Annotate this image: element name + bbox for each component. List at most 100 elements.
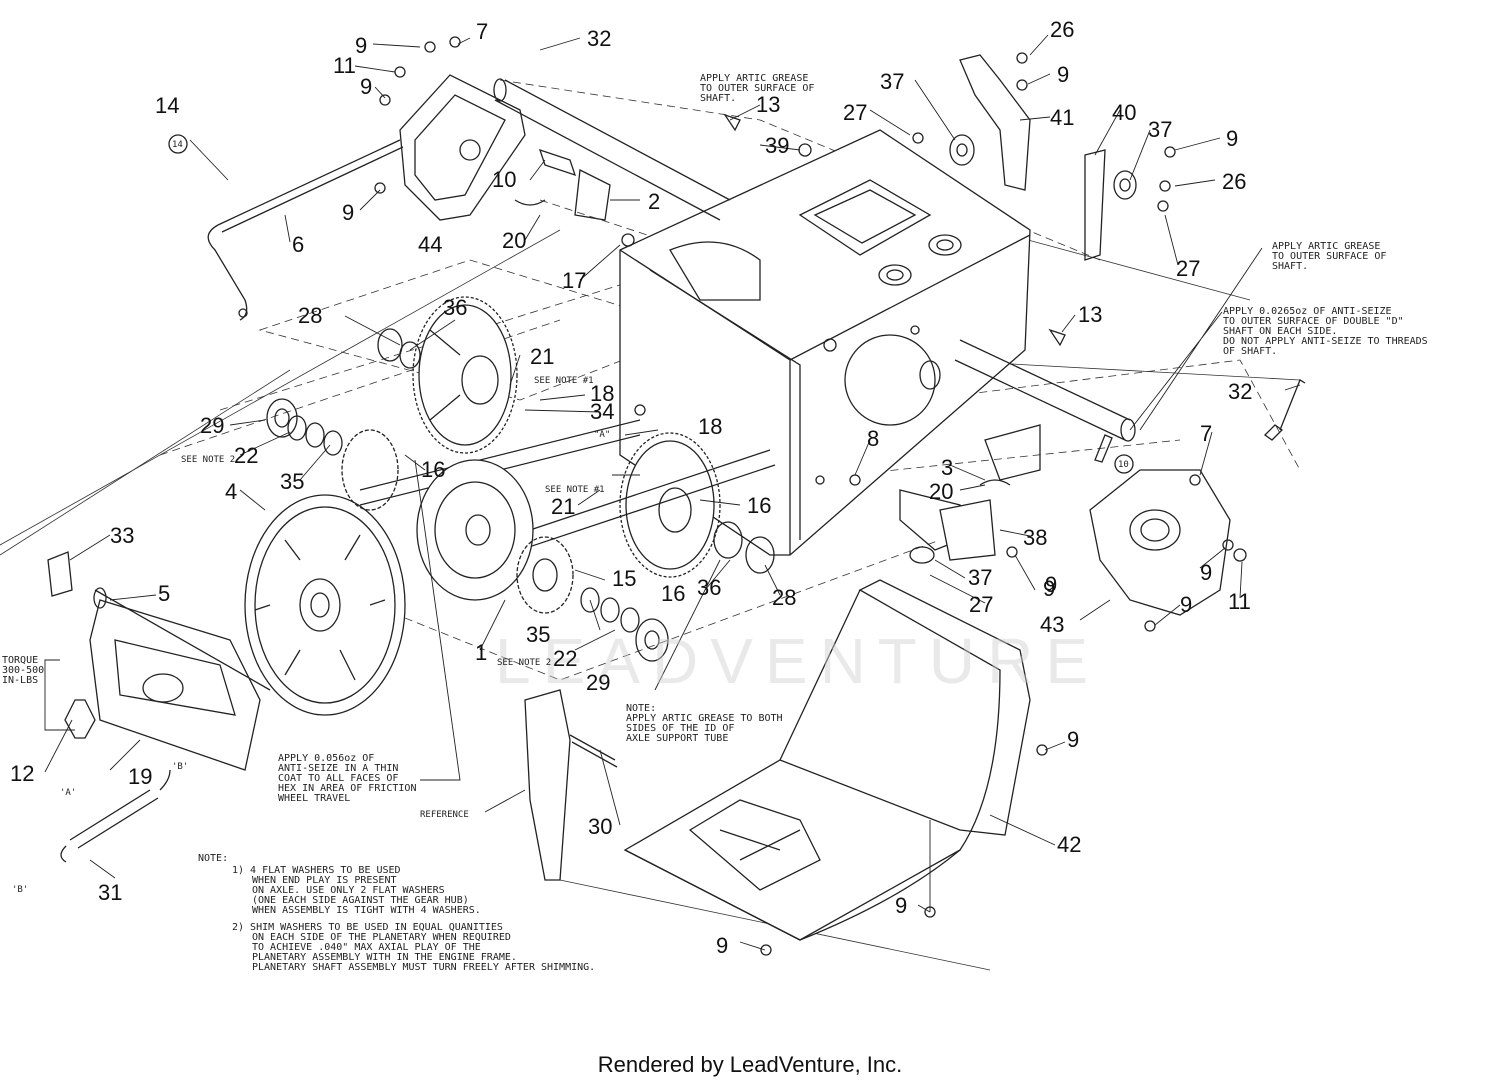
callout-label: 2: [648, 189, 660, 214]
callout-label: 13: [756, 92, 780, 117]
note-line: WHEN ASSEMBLY IS TIGHT WITH 4 WASHERS.: [252, 905, 481, 916]
note-line: SHAFT.: [700, 93, 736, 104]
callout-label: 5: [158, 581, 170, 606]
callout-label: 37: [1148, 117, 1172, 142]
callout-label: 16: [747, 493, 771, 518]
callout-label: 22: [553, 646, 577, 671]
note-line: ANTI-SEIZE IN A THIN: [278, 763, 398, 774]
callout-label: 29: [200, 413, 224, 438]
reference-labels: SEE NOTE #1 SEE NOTE #1 SEE NOTE 2 SEE N…: [12, 376, 610, 895]
circle-label-14: 14: [172, 140, 183, 150]
note-line: 2) SHIM WASHERS TO BE USED IN EQUAL QUAN…: [232, 922, 503, 933]
callout-label: 28: [772, 585, 796, 610]
note-line: HEX IN AREA OF FRICTION: [278, 783, 416, 794]
note-line: OF SHAFT.: [1223, 346, 1277, 357]
callout-label: 36: [697, 575, 721, 600]
right-gear-cover: [1089, 469, 1231, 616]
callout-label: 20: [502, 228, 526, 253]
leader-lines: [44, 34, 1301, 951]
callout-label: 27: [843, 100, 867, 125]
see-note-label: SEE NOTE 2: [181, 455, 235, 465]
callout-label: 36: [443, 295, 467, 320]
callout-label: 9: [1043, 576, 1055, 601]
callout-label: 38: [1023, 525, 1047, 550]
callout-label: 13: [1078, 302, 1102, 327]
sprockets: [341, 429, 574, 614]
bearings-washers: [266, 134, 1137, 662]
circled-labels: 14 10: [168, 134, 1134, 474]
note-line: NOTE:: [626, 703, 656, 714]
callout-label: 40: [1112, 100, 1136, 125]
callout-labels: 1 2 3 4 5 6 7 7 8 9 9 9 9 9 9 9 9 9 9 9 …: [10, 17, 1252, 958]
callout-label: 32: [587, 26, 611, 51]
shift-lever-plate: [47, 551, 271, 771]
callout-label: 20: [929, 479, 953, 504]
callout-label: 9: [1180, 592, 1192, 617]
note-line: WHEEL TRAVEL: [278, 793, 350, 804]
callout-label: 27: [1176, 256, 1200, 281]
ref-label-a: 'A': [60, 788, 76, 798]
callout-label: 43: [1040, 612, 1064, 637]
callout-label: 9: [360, 74, 372, 99]
callout-label: 34: [590, 399, 614, 424]
left-gear-cover: [399, 74, 526, 221]
note-grease-top: APPLY ARTIC GREASE TO OUTER SURFACE OF S…: [700, 73, 814, 104]
note-torque: TORQUE 300-500 IN-LBS: [2, 655, 44, 686]
left-drive-gear: [412, 296, 518, 454]
note-line: PLANETARY ASSEMBLY WITH IN THE ENGINE FR…: [252, 952, 517, 963]
note-line: IN-LBS: [2, 675, 38, 686]
callout-label: 37: [880, 69, 904, 94]
note-line: APPLY ARTIC GREASE: [1272, 241, 1380, 252]
callout-label: 22: [234, 443, 258, 468]
callout-label: 26: [1050, 17, 1074, 42]
note-line: SIDES OF THE ID OF: [626, 723, 734, 734]
callout-label: 11: [1228, 589, 1251, 614]
callout-label: 21: [551, 494, 575, 519]
engine-frame: [619, 129, 1031, 556]
ref-label-b: 'B': [172, 762, 188, 772]
note-line: PLANETARY SHAFT ASSEMBLY MUST TURN FREEL…: [252, 962, 595, 973]
callout-label: 9: [1200, 560, 1212, 585]
note-line: APPLY 0.056oz OF: [278, 753, 374, 764]
callout-label: 16: [421, 457, 445, 482]
note-line: TORQUE: [2, 655, 38, 666]
note-grease-right: APPLY ARTIC GREASE TO OUTER SURFACE OF S…: [1272, 241, 1386, 272]
callout-label: 7: [1200, 421, 1212, 446]
callout-label: 1: [475, 640, 487, 665]
callout-label: 26: [1222, 169, 1246, 194]
friction-wheel: [244, 494, 406, 716]
extension-spring: [60, 769, 171, 863]
see-note-label: SEE NOTE #1: [534, 376, 594, 386]
note-line: TO OUTER SURFACE OF DOUBLE "D": [1223, 316, 1404, 327]
callout-label: 16: [661, 581, 685, 606]
callout-label: 4: [225, 479, 237, 504]
callout-label: 35: [280, 469, 304, 494]
callout-label: 27: [969, 592, 993, 617]
callout-label: 41: [1050, 105, 1074, 130]
right-shaft: [954, 339, 1136, 442]
note-line: APPLY ARTIC GREASE: [700, 73, 808, 84]
note-line: TO OUTER SURFACE OF: [700, 83, 814, 94]
callout-label: 32: [1228, 379, 1252, 404]
note-general: NOTE: 1) 4 FLAT WASHERS TO BE USED WHEN …: [198, 853, 595, 973]
callout-label: 17: [562, 268, 586, 293]
upper-shaft: [493, 78, 731, 221]
note-line: NOTE:: [198, 853, 228, 864]
circle-label-10: 10: [1118, 460, 1129, 470]
shift-rod: [207, 139, 404, 321]
callout-label: 10: [492, 167, 516, 192]
callout-label: 29: [586, 670, 610, 695]
note-line: SHAFT ON EACH SIDE.: [1223, 326, 1337, 337]
see-note-label: SEE NOTE #1: [545, 485, 605, 495]
callout-label: 9: [355, 33, 367, 58]
ref-label-a: "A": [594, 430, 610, 440]
callout-label: 8: [867, 426, 879, 451]
hardware: [374, 36, 1306, 956]
note-line: COAT TO ALL FACES OF: [278, 773, 398, 784]
callout-label: 30: [588, 814, 612, 839]
callout-label: 9: [1067, 727, 1079, 752]
note-line: TO ACHIEVE .040" MAX AXIAL PLAY OF THE: [252, 942, 481, 953]
note-line: (ONE EACH SIDE AGAINST THE GEAR HUB): [252, 895, 469, 906]
note-antiseize-hex: APPLY 0.056oz OF ANTI-SEIZE IN A THIN CO…: [278, 753, 416, 804]
